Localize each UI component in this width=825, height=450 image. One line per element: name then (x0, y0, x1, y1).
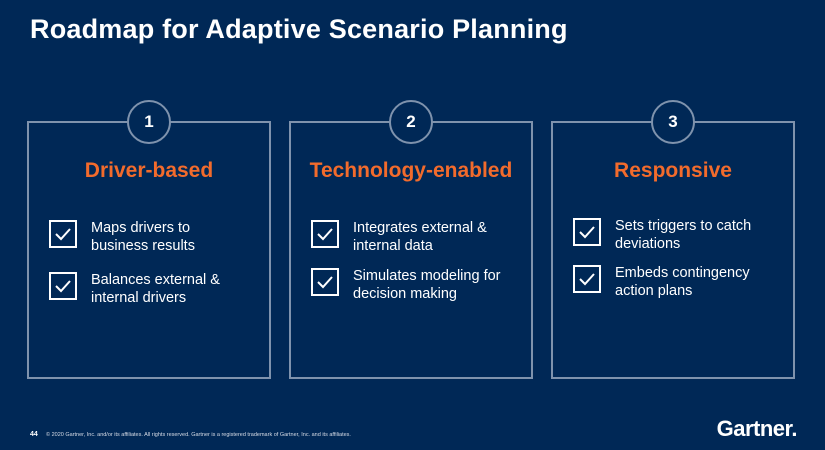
card-heading: Driver-based (84, 159, 214, 182)
page-number: 44 (30, 431, 38, 438)
gartner-logo: Gartner. (716, 416, 798, 442)
logo-dot-icon: . (791, 416, 797, 441)
copyright-notice: © 2020 Gartner, Inc. and/or its affiliat… (46, 432, 351, 438)
checkbox-checked-icon (573, 218, 601, 246)
checkbox-checked-icon (311, 268, 339, 296)
checklist-item-text: Sets triggers to catch deviations (615, 218, 752, 252)
step-number-badge: 2 (389, 100, 433, 144)
roadmap-card-technology-enabled: 2 Technology-enabled Integrates external… (289, 100, 533, 379)
checkbox-checked-icon (311, 220, 339, 248)
checkbox-checked-icon (49, 220, 77, 248)
checkbox-checked-icon (49, 272, 77, 300)
checklist-item: Balances external & internal drivers (49, 271, 241, 307)
checklist-item-text: Simulates modeling for decision making (353, 268, 501, 302)
roadmap-card-responsive: 3 Responsive Sets triggers to catch devi… (551, 100, 795, 379)
checklist-item: Sets triggers to catch deviations (573, 217, 765, 253)
checklist-item-text: Embeds contingency action plans (615, 265, 750, 299)
checklist-item-text: Balances external & internal drivers (91, 272, 220, 306)
checklist-item-text: Maps drivers to business results (91, 220, 195, 254)
card-heading: Responsive (614, 159, 732, 182)
step-number-badge: 1 (127, 100, 171, 144)
checklist-item-text: Integrates external & internal data (353, 220, 487, 254)
checklist-item: Embeds contingency action plans (573, 264, 765, 300)
checkbox-checked-icon (573, 265, 601, 293)
checklist-item: Integrates external & internal data (311, 219, 503, 255)
roadmap-card-driver-based: 1 Driver-based Maps drivers to business … (27, 100, 271, 379)
slide-title: Roadmap for Adaptive Scenario Planning (30, 14, 568, 44)
logo-text: Gartner (716, 416, 792, 441)
card-heading: Technology-enabled (309, 159, 513, 182)
step-number-badge: 3 (651, 100, 695, 144)
checklist-item: Simulates modeling for decision making (311, 267, 503, 303)
checklist-item: Maps drivers to business results (49, 219, 241, 255)
